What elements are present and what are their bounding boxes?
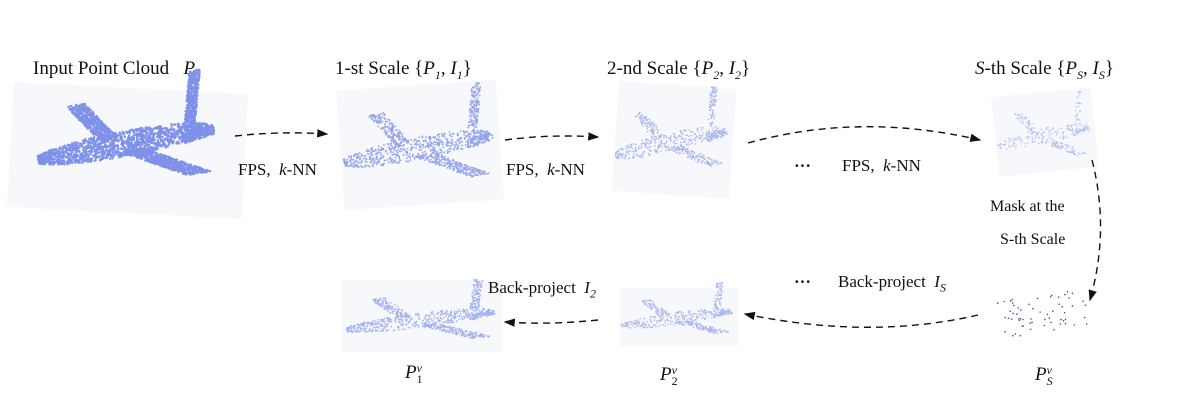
scale1-point-cloud: [342, 81, 494, 178]
psv-point-cloud: [997, 290, 1088, 337]
label-back-project-2: Back-project I2: [488, 278, 596, 301]
scaleS-point-cloud: [997, 90, 1091, 157]
title-scale-1: 1-st Scale {P1, I1}: [335, 58, 472, 82]
label-mask-line1: Mask at the: [990, 198, 1065, 215]
scale2-point-cloud: [614, 86, 728, 167]
label-fps-knn-1: FPS, k-NN: [238, 160, 317, 179]
label-fps-knn-3: FPS, k-NN: [842, 156, 921, 175]
input-point-cloud: [36, 68, 216, 176]
arrow-fps-3: [747, 126, 982, 144]
label-back-project-S: Back-project IS: [838, 272, 946, 295]
label-fps-knn-2: FPS, k-NN: [506, 160, 585, 179]
title-scale-S: S-th Scale {PS, IS}: [975, 58, 1114, 82]
p1v-point-cloud: [345, 278, 496, 340]
p2v-point-cloud: [620, 281, 734, 335]
arrow-mask: [1088, 159, 1102, 302]
title-scale-2: 2-nd Scale {P2, I2}: [607, 58, 751, 82]
arrow-fps-1: [234, 129, 329, 138]
label-mask-line2: S-th Scale: [1000, 231, 1066, 248]
ellipsis-top: ···: [794, 156, 812, 175]
arrow-back-S: [743, 311, 979, 328]
arrow-fps-2: [504, 132, 600, 141]
ellipsis-bottom: ···: [794, 272, 812, 291]
title-input-point-cloud: Input Point Cloud P: [33, 58, 196, 79]
arrow-back-2: [503, 318, 599, 327]
